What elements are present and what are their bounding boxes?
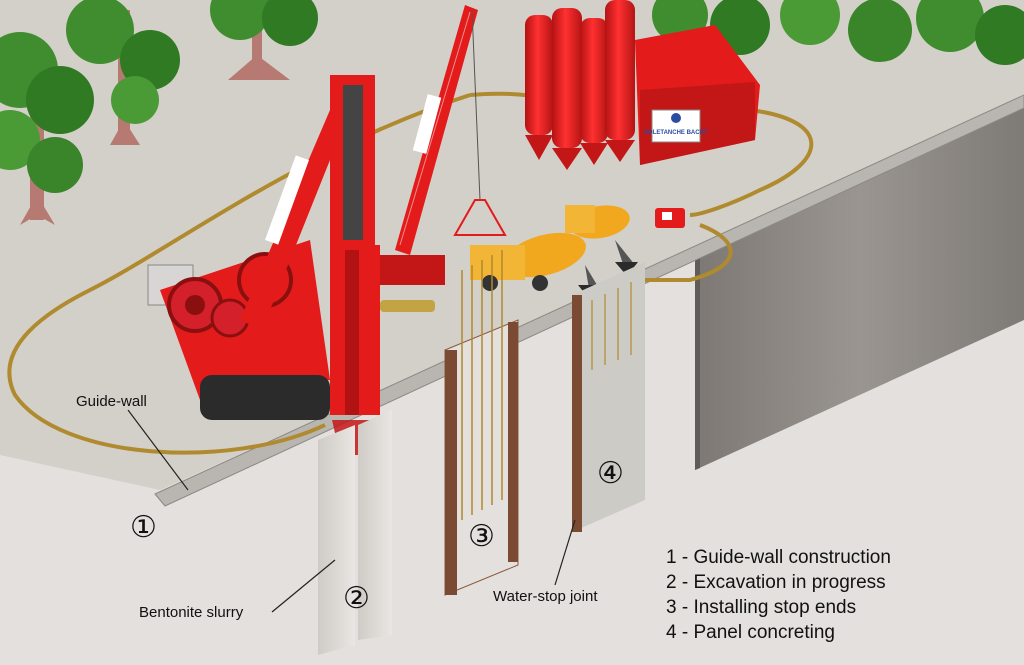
plant-brand: SOLETANCHE BACHY (644, 130, 708, 136)
tree (66, 0, 180, 145)
marker-1: ① (130, 511, 157, 544)
concrete-plant: SOLETANCHE BACHY (525, 0, 760, 170)
pump-unit (655, 208, 685, 228)
label-guide-wall: Guide-wall (76, 393, 147, 410)
label-water-stop-joint: Water-stop joint (493, 588, 598, 605)
legend-item-4: 4 - Panel concreting (666, 622, 835, 643)
tree (210, 0, 318, 80)
trees (0, 0, 1024, 225)
mixer-truck (565, 205, 638, 276)
legend-item-3: 3 - Installing stop ends (666, 597, 856, 618)
leader-lines (127, 409, 576, 613)
legend-item-2: 2 - Excavation in progress (666, 572, 886, 593)
legend-item-1: 1 - Guide-wall construction (666, 547, 891, 568)
tree (652, 0, 1024, 65)
label-bentonite-slurry: Bentonite slurry (139, 604, 244, 621)
service-crane (380, 5, 507, 312)
finished-wall (695, 98, 1024, 470)
excavation-rig (147, 75, 380, 455)
marker-4: ④ (597, 457, 624, 490)
panel-stop-ends (444, 250, 519, 596)
panel-concreting (572, 262, 645, 532)
marker-2: ② (343, 582, 370, 615)
tree (0, 32, 94, 225)
legend: 1 - Guide-wall construction 2 - Excavati… (666, 547, 891, 643)
marker-3: ③ (468, 520, 495, 553)
panel-excavation (318, 410, 392, 655)
mixer-truck (470, 232, 600, 300)
